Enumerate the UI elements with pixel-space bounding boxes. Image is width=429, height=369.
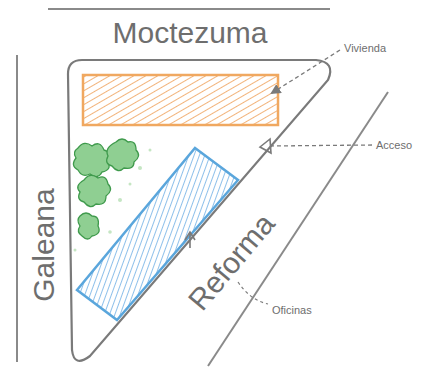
street-edge — [208, 92, 388, 366]
street-edge — [16, 55, 18, 362]
callout-label: Oficinas — [272, 305, 312, 316]
lot-outline — [68, 60, 330, 361]
callout-label: Vivienda — [344, 43, 386, 54]
street-name: Moctezuma — [112, 18, 267, 48]
trees — [73, 139, 138, 239]
leader-line — [238, 282, 268, 304]
leader-line — [268, 145, 372, 146]
leader-arrow — [272, 50, 340, 93]
direction-arrow — [185, 232, 195, 248]
street-edge — [48, 8, 330, 10]
callout-label: Acceso — [376, 140, 412, 151]
access-arrow — [260, 139, 271, 153]
street-name: Galeana — [29, 188, 59, 301]
tree-dots — [74, 149, 152, 252]
housing-block — [83, 75, 278, 125]
